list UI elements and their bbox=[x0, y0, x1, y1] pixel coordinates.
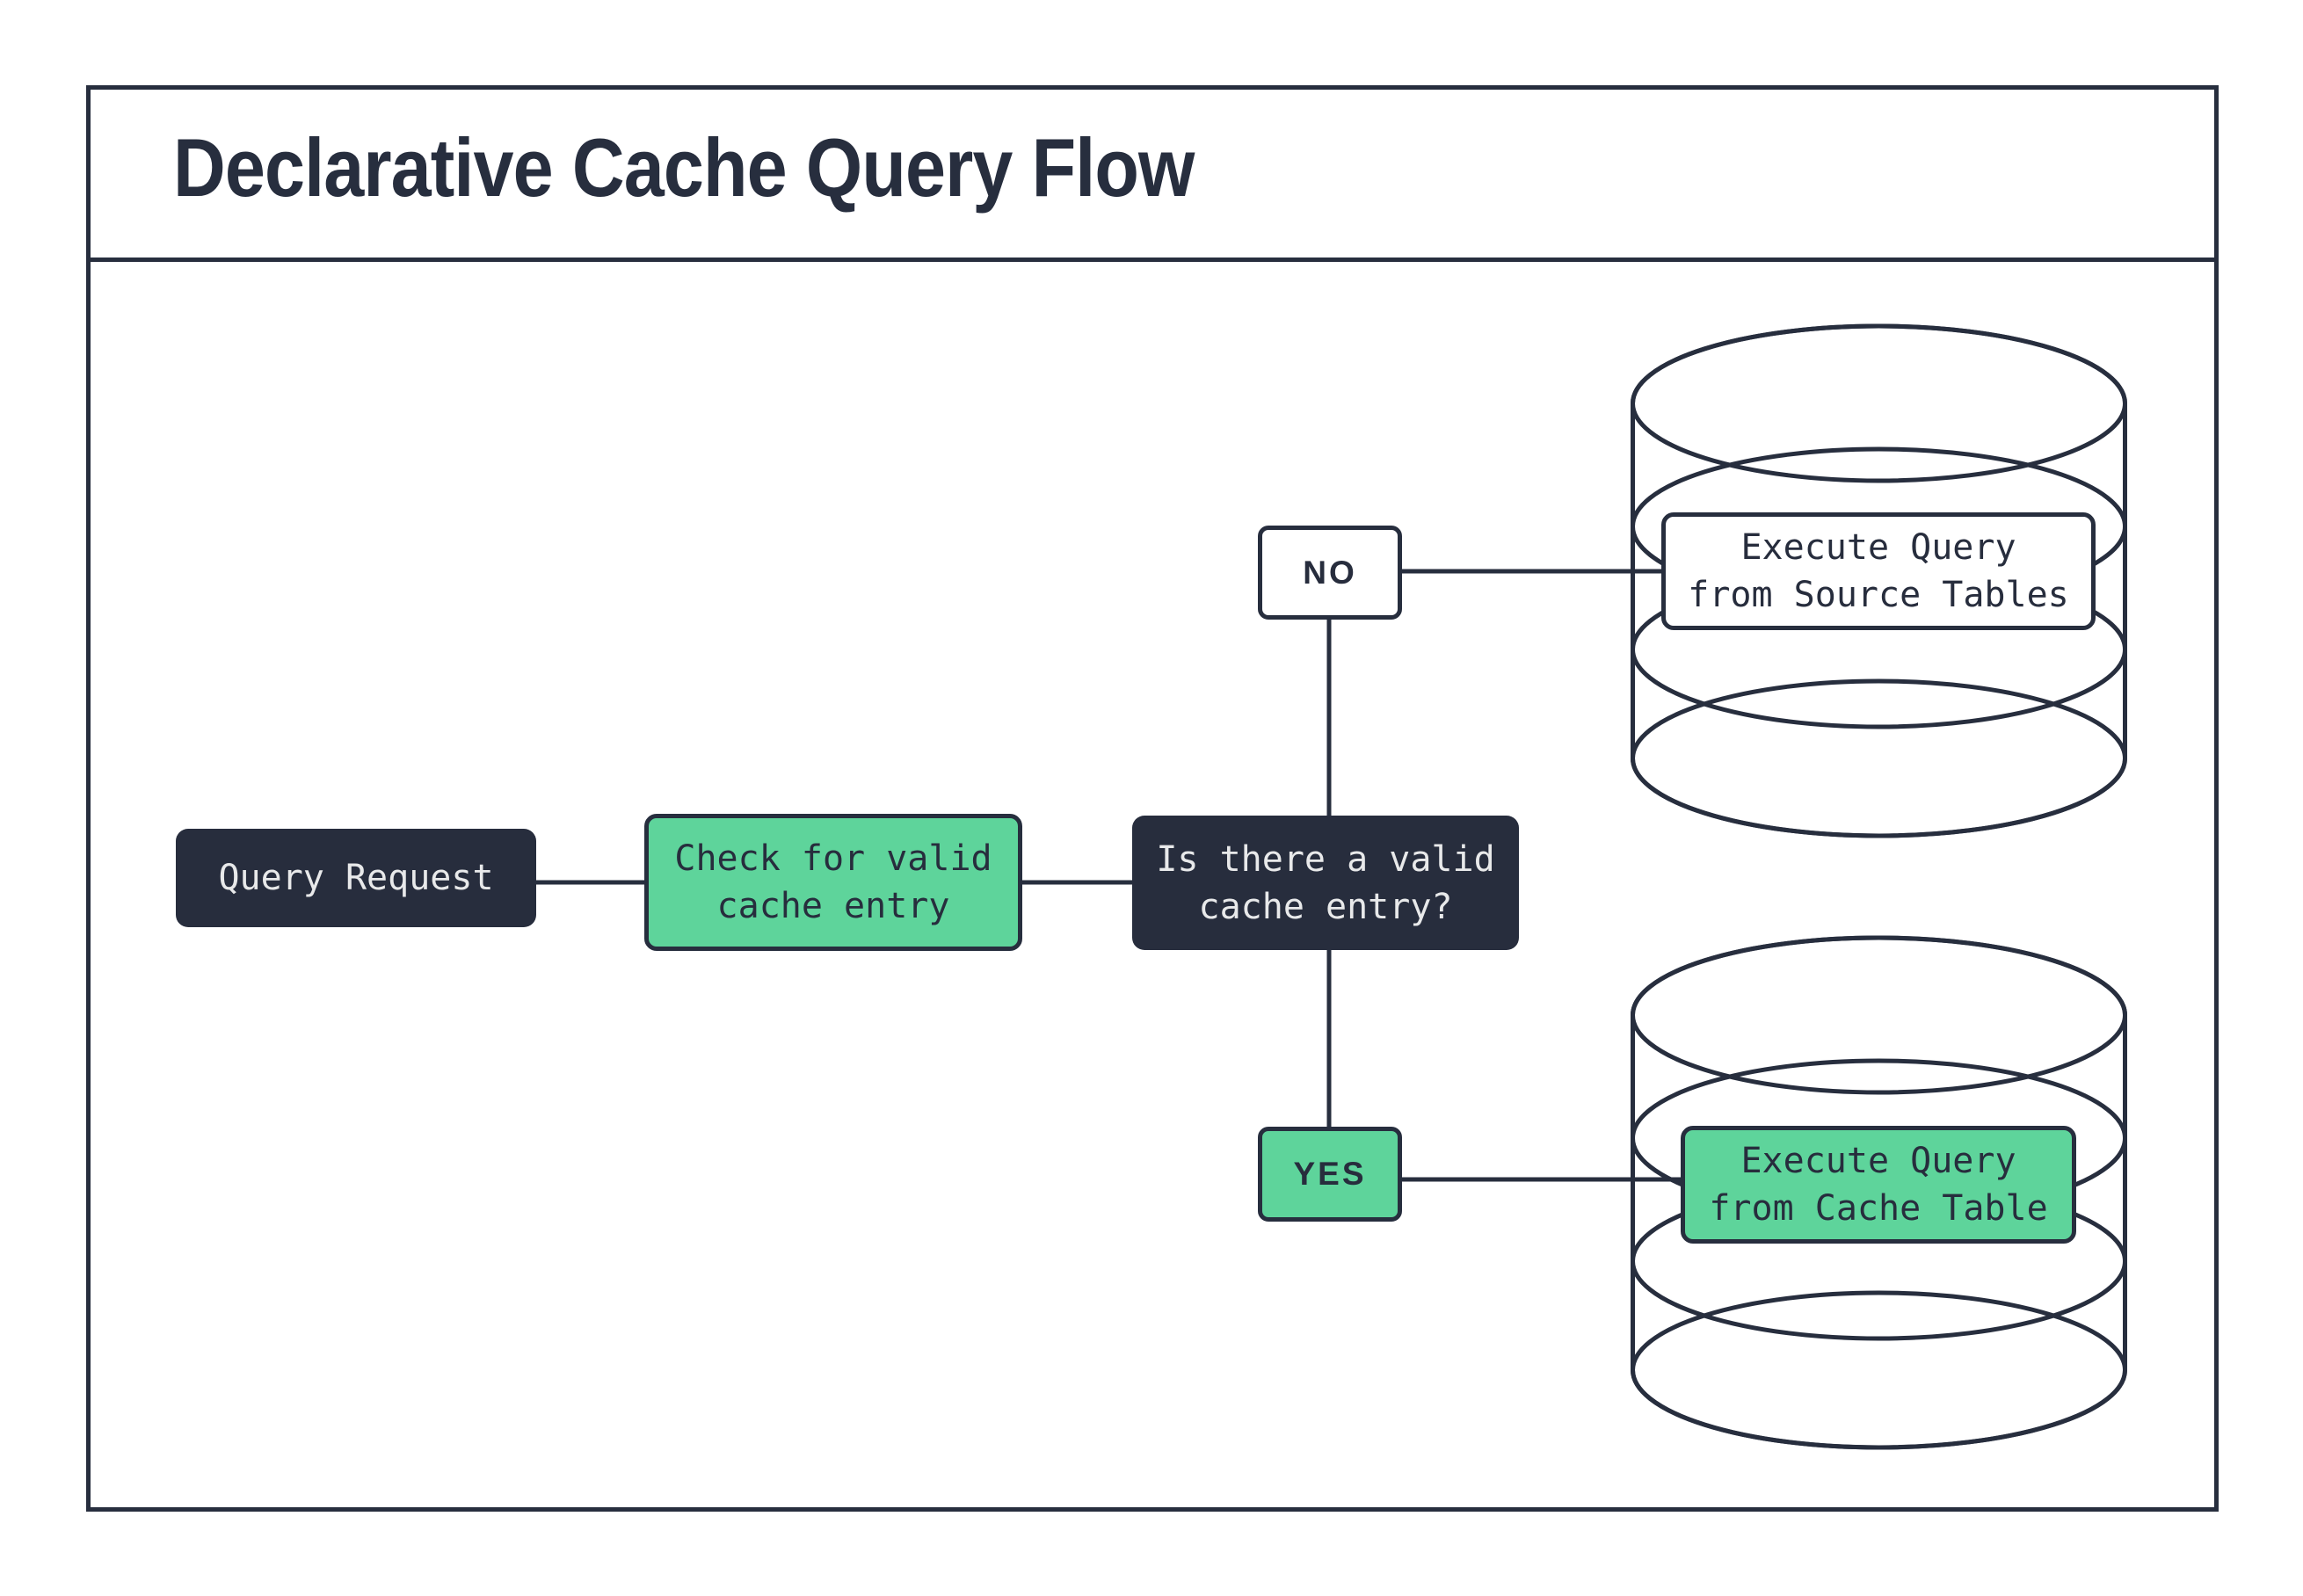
header-divider bbox=[86, 258, 2219, 262]
node-execute-query-source-tables: Execute Query from Source Tables bbox=[1661, 512, 2096, 630]
connector-lines bbox=[533, 569, 1686, 1182]
node-decision-valid-cache: Is there a valid cache entry? bbox=[1132, 816, 1519, 950]
node-query-request: Query Request bbox=[176, 829, 536, 927]
node-check-cache-entry: Check for valid cache entry bbox=[644, 814, 1022, 951]
branch-label-yes: YES bbox=[1258, 1127, 1402, 1222]
page-title: Declarative Cache Query Flow bbox=[173, 121, 1195, 214]
branch-label-no: NO bbox=[1258, 526, 1402, 620]
outer-frame bbox=[86, 85, 2219, 1512]
node-execute-query-cache-table: Execute Query from Cache Table bbox=[1681, 1126, 2076, 1244]
